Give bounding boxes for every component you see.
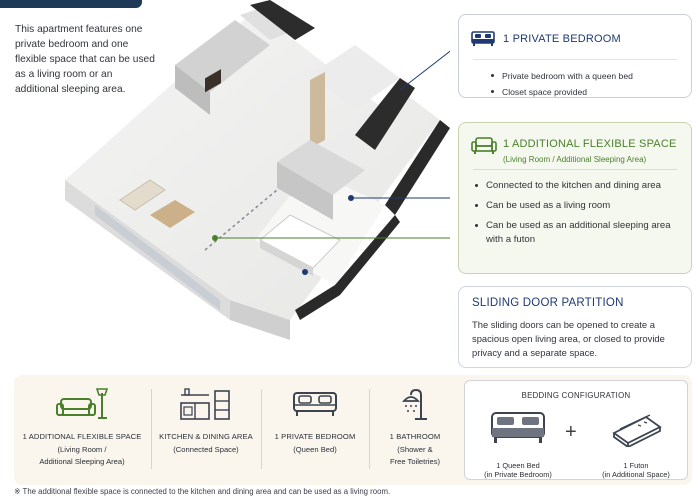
private-bedroom-title: 1 PRIVATE BEDROOM <box>503 33 621 45</box>
flexible-space-subtitle: (Living Room / Additional Sleeping Area) <box>503 155 647 164</box>
bedroom-wall-right <box>385 120 450 215</box>
futon-icon <box>612 414 662 447</box>
bathroom-door <box>310 72 325 148</box>
kitchen-counter <box>175 20 270 92</box>
feature-title: 1 BATHROOM <box>389 432 441 441</box>
card-sliding-door: SLIDING DOOR PARTITION The sliding doors… <box>458 286 692 368</box>
feature-title: KITCHEN & DINING AREA <box>159 432 253 441</box>
feature-title: 1 ADDITIONAL FLEXIBLE SPACE <box>22 432 142 441</box>
kitchen-counter-front <box>175 65 210 115</box>
bathroom-floor <box>310 45 400 110</box>
feature-bathroom: 1 BATHROOM (Shower & Free Toiletries) <box>370 375 460 485</box>
card-flexible-space: 1 ADDITIONAL FLEXIBLE SPACE (Living Room… <box>458 122 692 274</box>
card-private-bedroom: 1 PRIVATE BEDROOM Private bedroom with a… <box>458 14 692 98</box>
window-strip <box>95 205 220 310</box>
sliding-door-line <box>204 189 278 251</box>
floor-plan <box>65 0 450 340</box>
header-tab <box>0 0 142 8</box>
separator <box>151 389 152 469</box>
bathroom-wall <box>355 78 415 150</box>
oven <box>205 69 221 93</box>
feature-subtitle: (Queen Bed) <box>262 444 368 456</box>
bedding-item-title: 1 Queen Bed <box>496 461 540 470</box>
separator <box>261 389 262 469</box>
bed-side <box>260 240 313 276</box>
wall-top-dark <box>250 0 315 40</box>
bedding-item-subtitle: (in Private Bedroom) <box>484 470 552 479</box>
private-bedroom-bullets: Private bedroom with a queen bed Closet … <box>491 68 633 100</box>
marker-bedroom <box>302 269 308 275</box>
flexible-space-title: 1 ADDITIONAL FLEXIBLE SPACE <box>503 138 677 150</box>
bedding-item-title: 1 Futon <box>623 461 649 470</box>
bullet-item: Closet space provided <box>491 84 633 100</box>
kitchen-icon <box>180 388 230 420</box>
footnote: ※ The additional flexible space is conne… <box>14 487 391 496</box>
feature-subtitle-line: (Connected Space) <box>173 445 239 454</box>
wardrobe <box>277 140 365 195</box>
feature-subtitle: (Shower & Free Toiletries) <box>370 444 460 468</box>
bedding-item-subtitle: (in Additional Space) <box>602 470 670 479</box>
wardrobe-front <box>277 162 333 220</box>
shower-icon <box>402 388 427 420</box>
sofa-lamp-icon <box>56 388 109 419</box>
wall-front-exterior <box>230 300 290 340</box>
bedding-configuration: BEDDING CONFIGURATION 1 Queen Bed (in Pr… <box>464 380 688 480</box>
feature-flexible-space: 1 ADDITIONAL FLEXIBLE SPACE (Living Room… <box>14 375 150 485</box>
sliding-door-title: SLIDING DOOR PARTITION <box>472 297 624 309</box>
sliding-door-description: The sliding doors can be opened to creat… <box>472 319 665 358</box>
feature-subtitle-line: (Queen Bed) <box>293 445 337 454</box>
feature-subtitle-line: (Shower & <box>397 445 433 454</box>
queen-bed <box>259 214 341 269</box>
feature-subtitle: (Living Room / Additional Sleeping Area) <box>14 444 150 468</box>
bed-icon <box>293 392 337 416</box>
bullet-item: Private bedroom with a queen bed <box>491 68 633 84</box>
separator <box>369 389 370 469</box>
divider <box>473 169 677 170</box>
bedding-queen-bed: 1 Queen Bed (in Private Bedroom) <box>473 409 563 479</box>
flexible-space-bullets: Connected to the kitchen and dining area… <box>475 179 685 253</box>
bed-icon <box>471 31 495 46</box>
feature-subtitle-line: Additional Sleeping Area) <box>39 457 125 466</box>
bedding-title: BEDDING CONFIGURATION <box>521 391 631 400</box>
feature-kitchen: KITCHEN & DINING AREA (Connected Space) <box>152 375 260 485</box>
sofa <box>119 179 166 211</box>
feature-strip: 1 ADDITIONAL FLEXIBLE SPACE (Living Room… <box>14 375 692 485</box>
bullet-item: Can be used as a living room <box>475 199 685 213</box>
feature-subtitle: (Connected Space) <box>152 444 260 456</box>
bedding-futon: 1 Futon (in Additional Space) <box>591 409 681 479</box>
divider <box>473 59 677 60</box>
bedroom-wall-front <box>295 215 400 320</box>
feature-subtitle-line: Free Toiletries) <box>389 457 441 466</box>
connector-bedroom <box>399 50 450 91</box>
coffee-table <box>150 200 195 228</box>
queen-bed-icon <box>491 412 545 443</box>
plus-sign: + <box>565 421 577 443</box>
feature-private-bedroom: 1 PRIVATE BEDROOM (Queen Bed) <box>262 375 368 485</box>
feature-title: 1 PRIVATE BEDROOM <box>274 432 356 441</box>
feature-subtitle-line: (Living Room / <box>57 445 107 454</box>
bullet-item: Can be used as an additional sleeping ar… <box>475 219 685 247</box>
intro-text: This apartment features one private bedr… <box>15 24 155 95</box>
sofa-icon <box>471 137 497 154</box>
bullet-item: Connected to the kitchen and dining area <box>475 179 685 193</box>
